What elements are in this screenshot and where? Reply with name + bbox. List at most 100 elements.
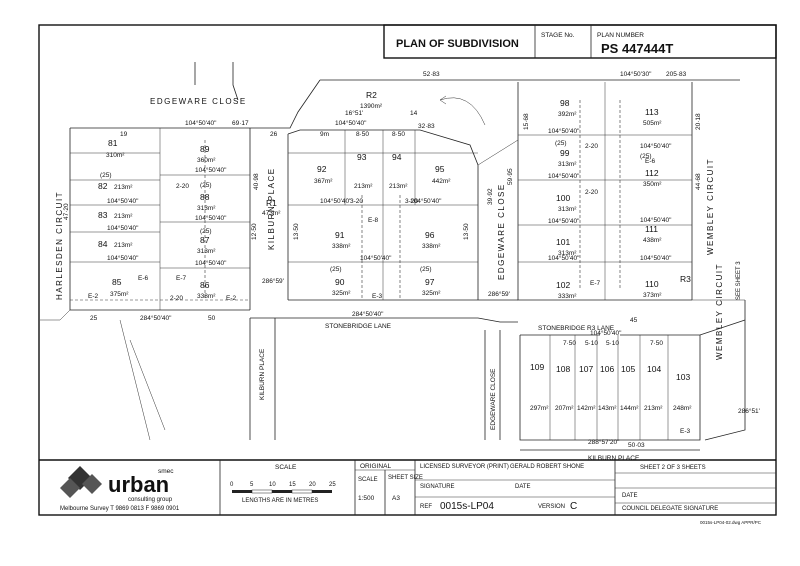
road-lines — [40, 62, 746, 451]
dim-label: 40·98 — [253, 173, 260, 190]
dim-label: (25) — [555, 140, 567, 147]
lot-number: 105 — [621, 364, 635, 374]
dim-label: E-2 — [88, 293, 99, 300]
version-label: VERSION — [538, 504, 565, 510]
road-edgeware-top: EDGEWARE CLOSE — [150, 97, 247, 106]
dim-label: 104°50'40" — [548, 254, 580, 262]
dim-label: (25) — [330, 266, 342, 273]
lot-number: 92 — [317, 164, 327, 174]
reserve-r3: R3 — [680, 274, 691, 284]
lot-number: 107 — [579, 364, 593, 374]
date-right-label: DATE — [622, 493, 638, 499]
dim-label: 16°51' — [345, 109, 363, 117]
lot-area: 338m² — [197, 293, 216, 300]
plan-number: PS 447444T — [601, 41, 673, 56]
lot-number: 86 — [200, 280, 210, 290]
lot-area: 207m² — [555, 405, 574, 412]
title-block: smec urban consulting group Melbourne Su… — [39, 459, 776, 525]
dim-label: E-7 — [590, 280, 601, 287]
lot-area: 313m² — [197, 248, 216, 255]
dim-label: 32·83 — [418, 123, 435, 130]
dim-label: 286°51' — [738, 407, 760, 415]
lot-area: 438m² — [643, 237, 662, 244]
company-sub: consulting group — [128, 497, 173, 503]
dimensions: 52·83 104°50'30" 205·83 104°50'40" 69·17… — [63, 70, 760, 449]
dim-label: 2-20 — [176, 183, 189, 190]
sheet-number: SHEET 2 OF 3 SHEETS — [640, 465, 706, 471]
dim-label: 13·50 — [293, 223, 300, 240]
lot-area: 333m² — [558, 293, 577, 300]
lot-area: 392m² — [558, 111, 577, 118]
road-stonebridge-r3: STONEBRIDGE R3 LANE — [538, 325, 615, 332]
original-scale-label: SCALE — [358, 477, 378, 483]
road-stonebridge-lane: STONEBRIDGE LANE — [325, 323, 392, 330]
sheet-size: A3 — [392, 495, 400, 502]
version: C — [570, 501, 577, 512]
dim-label: 2-20 — [585, 143, 598, 150]
dim-label: 286°59' — [262, 277, 284, 285]
dim-label: 39·92 — [487, 188, 494, 205]
dim-label: 286°59' — [488, 290, 510, 298]
dim-label: E-3 — [372, 293, 383, 300]
office-contact: Melbourne Survey T 9869 0813 F 9869 0901 — [60, 506, 180, 512]
road-kilburn-bottom: KILBURN PLACE — [588, 455, 640, 462]
lot-area: 325m² — [332, 290, 351, 297]
lot-number: 85 — [112, 277, 122, 287]
dim-label: E-7 — [176, 275, 187, 282]
dim-label: 104°50'40" — [107, 254, 139, 262]
lot-area: 143m² — [598, 405, 617, 412]
dim-label: 104°50'40" — [548, 127, 580, 135]
scale-tick: 5 — [250, 482, 254, 488]
lot-area: 213m² — [644, 405, 663, 412]
reserve-r1-area: 473m² — [262, 210, 281, 217]
scale-tick: 25 — [329, 482, 336, 488]
road-edgeware-right: EDGEWARE CLOSE — [497, 183, 506, 280]
lot-number: 101 — [556, 237, 570, 247]
reserve-r1: R1 — [266, 198, 277, 208]
company-small: smec — [158, 468, 174, 475]
dim-label: (25) — [200, 182, 212, 189]
dim-label: 104°50'40" — [185, 119, 217, 127]
scale-label: SCALE — [275, 464, 297, 471]
dim-label: 7·50 — [563, 340, 576, 347]
dim-label: 7·50 — [650, 340, 663, 347]
sheet-size-label: SHEET SIZE — [388, 475, 423, 481]
road-harlesden: HARLESDEN CIRCUIT — [55, 191, 64, 300]
dim-label: 104°50'40" — [640, 254, 672, 262]
dim-label: 104°50'40" — [360, 254, 392, 262]
dim-label: 104°50'40" — [107, 197, 139, 205]
road-wembley-upper: WEMBLEY CIRCUIT — [706, 158, 715, 255]
stage-label: STAGE No. — [541, 32, 575, 39]
lot-number: 93 — [357, 152, 367, 162]
see-sheet-note: SEE SHEET 3 — [736, 261, 742, 300]
lot-area: 505m² — [643, 120, 662, 127]
dim-label: 13·50 — [463, 223, 470, 240]
ref-label: REF — [420, 504, 432, 510]
header-block: PLAN OF SUBDIVISION STAGE No. PLAN NUMBE… — [383, 24, 777, 59]
lot-number: 108 — [556, 364, 570, 374]
road-kilburn-lower: KILBURN PLACE — [259, 348, 266, 400]
dim-label: (25) — [420, 266, 432, 273]
lot-number: 88 — [200, 192, 210, 202]
dim-label: 50 — [208, 315, 216, 322]
lot-area: 297m² — [530, 405, 549, 412]
dim-label: 104°50'40" — [195, 214, 227, 222]
dim-label: 104°50'40" — [640, 142, 672, 150]
lot-area: 338m² — [332, 243, 351, 250]
lot-number: 94 — [392, 152, 402, 162]
dim-label: 8·50 — [356, 131, 369, 138]
council-label: COUNCIL DELEGATE SIGNATURE — [622, 506, 718, 512]
lot-area: 338m² — [422, 243, 441, 250]
company-name: urban — [108, 472, 169, 497]
lot-number: 84 — [98, 239, 108, 249]
lot-area: 360m² — [197, 157, 216, 164]
dim-label: 3-20 — [405, 198, 418, 205]
reserve-r2: R2 — [366, 90, 377, 100]
lot-number: 110 — [645, 279, 659, 289]
lot-number: 96 — [425, 230, 435, 240]
lot-number: 98 — [560, 98, 570, 108]
dim-label: 59·95 — [507, 168, 514, 185]
lot-number: 109 — [530, 362, 544, 372]
dim-label: 5·10 — [606, 340, 619, 347]
